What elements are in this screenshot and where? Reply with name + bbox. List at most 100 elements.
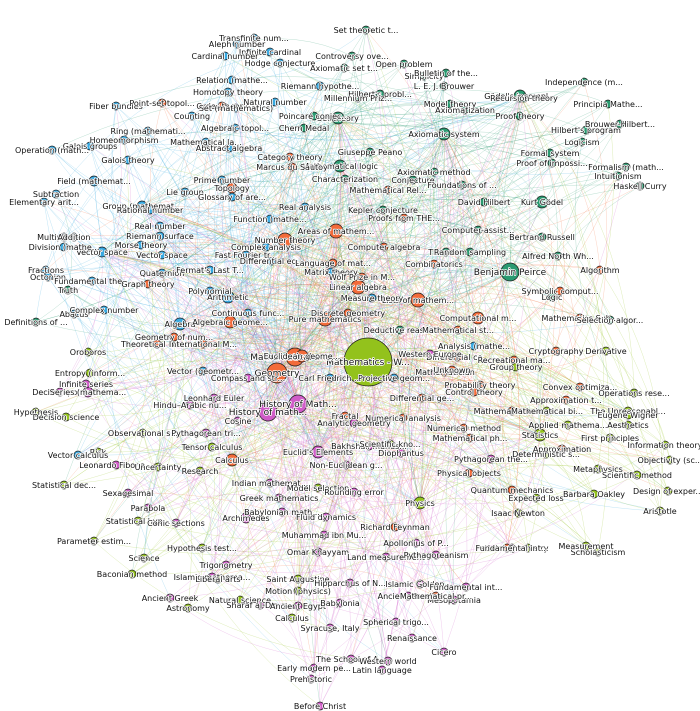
graph-node[interactable] xyxy=(445,99,455,109)
graph-node[interactable] xyxy=(143,279,153,289)
graph-node[interactable] xyxy=(217,101,227,111)
graph-node[interactable] xyxy=(547,158,557,168)
graph-node[interactable] xyxy=(437,127,451,141)
graph-node[interactable] xyxy=(145,205,155,215)
graph-node[interactable] xyxy=(535,195,549,209)
graph-node[interactable] xyxy=(265,214,275,224)
graph-node[interactable] xyxy=(213,574,223,584)
graph-node[interactable] xyxy=(258,402,278,422)
graph-node[interactable] xyxy=(561,395,571,405)
graph-node[interactable] xyxy=(255,600,265,610)
graph-node[interactable] xyxy=(173,317,187,331)
graph-node[interactable] xyxy=(299,123,309,133)
graph-node[interactable] xyxy=(235,595,245,605)
graph-node[interactable] xyxy=(224,143,234,153)
graph-node[interactable] xyxy=(321,512,331,522)
graph-node[interactable] xyxy=(87,276,97,286)
graph-node[interactable] xyxy=(274,493,284,503)
graph-node[interactable] xyxy=(43,272,53,282)
graph-node[interactable] xyxy=(85,141,95,151)
graph-node[interactable] xyxy=(111,460,121,470)
graph-node[interactable] xyxy=(205,265,215,275)
graph-node[interactable] xyxy=(457,180,467,190)
graph-node[interactable] xyxy=(198,366,208,376)
graph-node[interactable] xyxy=(143,503,153,513)
graph-node[interactable] xyxy=(523,543,533,553)
graph-node[interactable] xyxy=(55,387,65,397)
graph-node[interactable] xyxy=(410,292,426,308)
graph-node[interactable] xyxy=(515,111,525,121)
graph-node[interactable] xyxy=(157,268,167,278)
graph-node[interactable] xyxy=(399,213,409,223)
graph-node[interactable] xyxy=(265,478,275,488)
graph-node[interactable] xyxy=(139,553,149,563)
graph-node[interactable] xyxy=(429,259,439,269)
graph-node[interactable] xyxy=(195,466,205,476)
graph-node[interactable] xyxy=(391,617,401,627)
graph-node[interactable] xyxy=(575,313,585,323)
graph-node[interactable] xyxy=(441,247,451,257)
graph-node[interactable] xyxy=(249,33,259,43)
graph-node[interactable] xyxy=(226,182,238,194)
graph-node[interactable] xyxy=(593,464,603,474)
graph-node[interactable] xyxy=(51,189,61,199)
graph-node[interactable] xyxy=(165,593,175,603)
graph-node[interactable] xyxy=(439,81,449,91)
graph-node[interactable] xyxy=(209,393,219,403)
graph-node[interactable] xyxy=(383,185,393,195)
graph-node[interactable] xyxy=(500,262,520,282)
graph-node[interactable] xyxy=(347,51,357,61)
graph-node[interactable] xyxy=(47,145,57,155)
graph-node[interactable] xyxy=(551,346,561,356)
graph-node[interactable] xyxy=(605,433,615,443)
graph-node[interactable] xyxy=(221,290,235,304)
graph-node[interactable] xyxy=(589,489,599,499)
graph-node[interactable] xyxy=(265,47,275,57)
graph-node[interactable] xyxy=(665,455,675,465)
graph-node[interactable] xyxy=(398,413,408,423)
graph-node[interactable] xyxy=(261,242,271,252)
graph-node[interactable] xyxy=(309,111,319,121)
graph-node[interactable] xyxy=(408,175,418,185)
graph-node[interactable] xyxy=(217,175,227,185)
graph-node[interactable] xyxy=(341,460,351,470)
graph-node[interactable] xyxy=(555,286,565,296)
graph-node[interactable] xyxy=(350,279,366,295)
graph-node[interactable] xyxy=(169,332,179,342)
graph-node[interactable] xyxy=(475,380,485,390)
graph-node[interactable] xyxy=(613,171,623,181)
graph-node[interactable] xyxy=(153,462,163,472)
graph-node[interactable] xyxy=(198,339,208,349)
graph-node[interactable] xyxy=(157,250,167,260)
graph-node[interactable] xyxy=(277,232,293,248)
graph-node[interactable] xyxy=(136,240,146,250)
graph-node[interactable] xyxy=(623,410,633,420)
graph-node[interactable] xyxy=(230,123,240,133)
graph-node[interactable] xyxy=(629,388,639,398)
graph-node[interactable] xyxy=(31,317,41,327)
graph-node[interactable] xyxy=(277,507,287,517)
graph-node[interactable] xyxy=(82,386,94,398)
graph-node[interactable] xyxy=(328,223,344,239)
graph-node[interactable] xyxy=(449,595,459,605)
graph-node[interactable] xyxy=(325,623,335,633)
graph-node[interactable] xyxy=(353,93,363,103)
graph-node[interactable] xyxy=(507,485,517,495)
graph-node[interactable] xyxy=(349,487,359,497)
graph-node[interactable] xyxy=(96,246,108,258)
graph-node[interactable] xyxy=(581,541,591,551)
graph-node[interactable] xyxy=(465,247,475,257)
graph-node[interactable] xyxy=(270,97,280,107)
graph-node[interactable] xyxy=(345,578,355,588)
graph-node[interactable] xyxy=(575,382,585,392)
graph-node[interactable] xyxy=(579,77,589,87)
graph-node[interactable] xyxy=(413,496,427,510)
graph-node[interactable] xyxy=(441,68,451,78)
graph-node[interactable] xyxy=(615,119,625,129)
graph-node[interactable] xyxy=(431,550,441,560)
graph-node[interactable] xyxy=(461,582,471,592)
graph-node[interactable] xyxy=(266,362,288,384)
graph-node[interactable] xyxy=(375,89,385,99)
graph-node[interactable] xyxy=(267,256,277,266)
graph-node[interactable] xyxy=(326,267,336,277)
